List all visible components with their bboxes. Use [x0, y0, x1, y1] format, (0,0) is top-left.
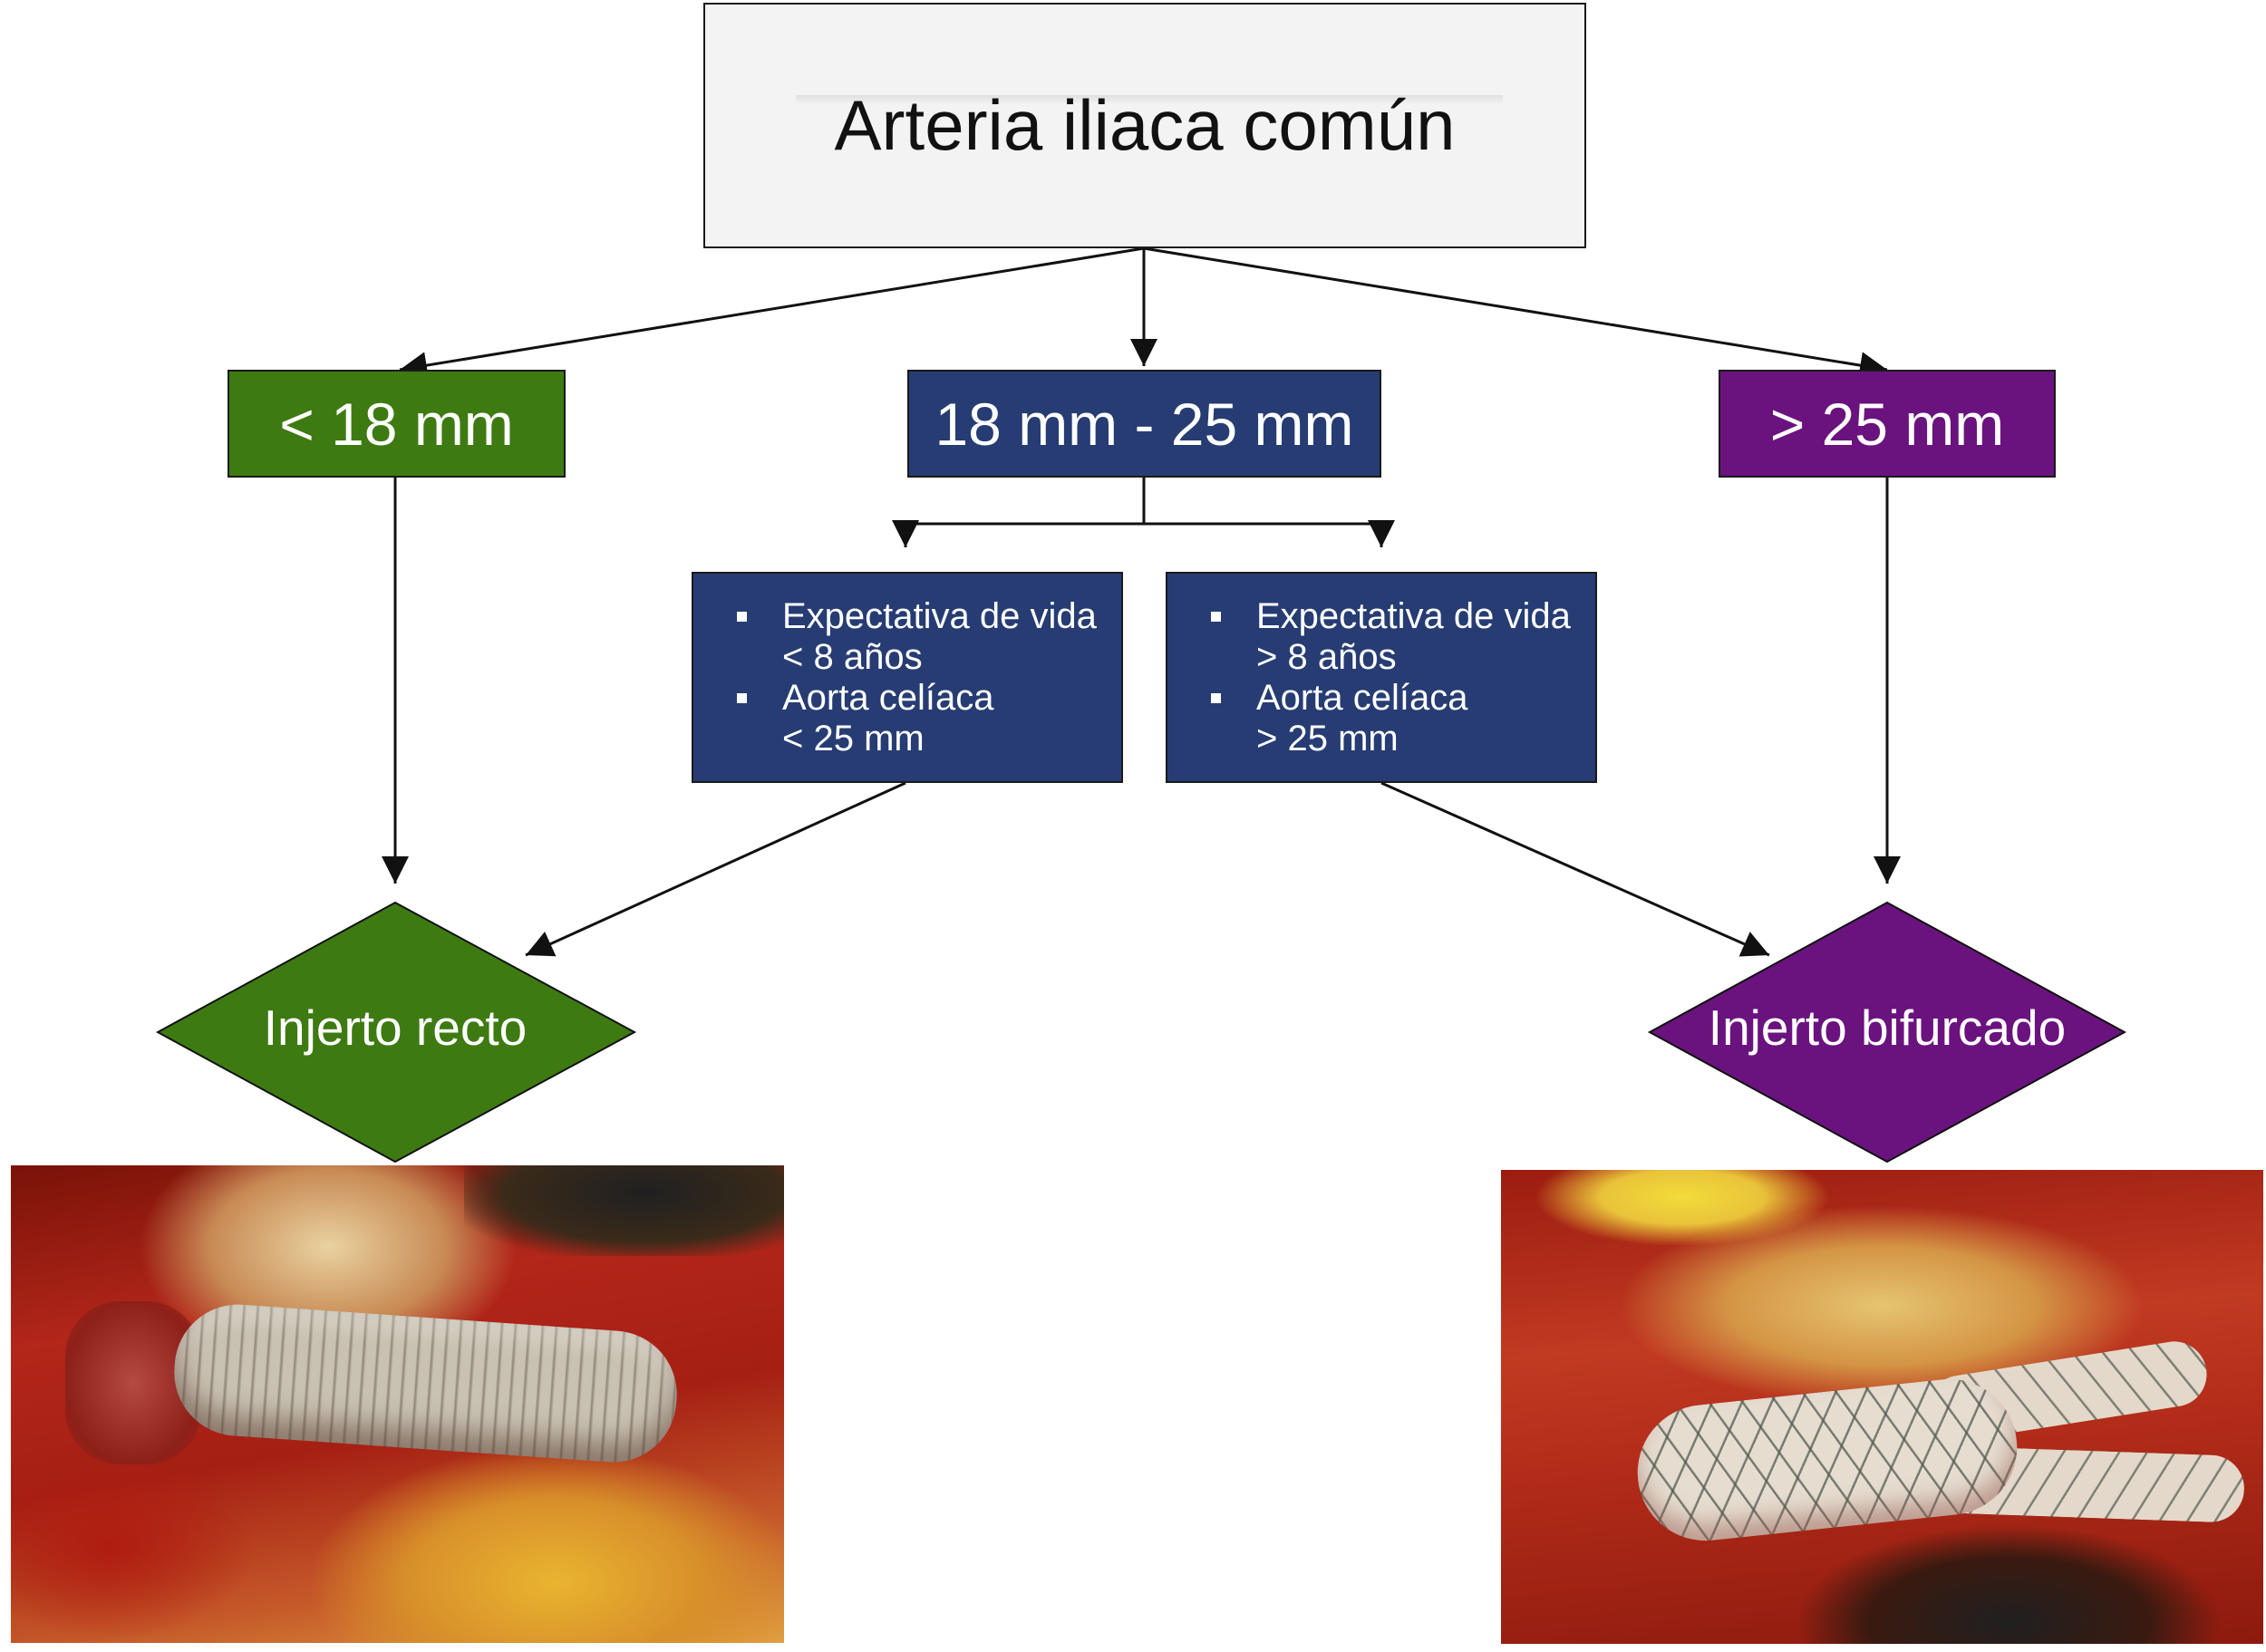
- bullet-square-icon: [1211, 611, 1221, 622]
- criteria-right-item-1-line-1: Expectativa de vida: [1256, 595, 1571, 636]
- photo-bifurcated-graft-body: [1631, 1372, 2024, 1548]
- criteria-left-item-2-line-1: Aorta celíaca: [782, 677, 994, 718]
- range-node-high: > 25 mm: [1719, 370, 2056, 478]
- criteria-left-item-life-expectancy: Expectativa de vida < 8 años: [737, 596, 1097, 678]
- range-node-low: < 18 mm: [228, 370, 566, 478]
- connector-mid-split: [892, 478, 1146, 547]
- surgical-photo-bifurcated-graft: [1501, 1170, 2263, 1644]
- photo-straight-graft-tube: [169, 1299, 682, 1467]
- criteria-left-item-aorta: Aorta celíaca < 25 mm: [737, 678, 1097, 759]
- criteria-right-item-aorta: Aorta celíaca > 25 mm: [1211, 678, 1571, 759]
- bullet-square-icon: [737, 692, 747, 703]
- criteria-left-item-1-line-1: Expectativa de vida: [782, 595, 1097, 636]
- photo-shadow: [464, 1165, 784, 1256]
- bullet-square-icon: [737, 611, 747, 622]
- range-low-label: < 18 mm: [279, 390, 514, 458]
- range-high-label: > 25 mm: [1769, 390, 2005, 458]
- criteria-node-right: Expectativa de vida > 8 años Aorta celía…: [1166, 572, 1597, 783]
- range-mid-label: 18 mm - 25 mm: [934, 390, 1354, 458]
- criteria-left-list: Expectativa de vida < 8 años Aorta celía…: [693, 596, 1097, 759]
- criteria-right-item-2-line-1: Aorta celíaca: [1256, 677, 1468, 718]
- diamond-straight-graft: [155, 901, 637, 1164]
- criteria-right-item-2-line-2: > 25 mm: [1256, 718, 1399, 758]
- criteria-right-list: Expectativa de vida > 8 años Aorta celía…: [1167, 596, 1571, 759]
- arrow-criteria-right-to-bifurcated: [1380, 781, 1770, 957]
- outcome-straight-graft-label: Injerto recto: [263, 1000, 528, 1056]
- arrow-criteria-left-to-straight: [525, 781, 906, 957]
- criteria-right-item-life-expectancy: Expectativa de vida > 8 años: [1211, 596, 1571, 678]
- criteria-left-item-2-line-2: < 25 mm: [782, 718, 925, 758]
- criteria-left-item-1-line-2: < 8 años: [782, 636, 923, 677]
- bullet-square-icon: [1211, 692, 1221, 703]
- range-node-mid: 18 mm - 25 mm: [907, 370, 1381, 478]
- outcome-bifurcated-graft-label: Injerto bifurcado: [1708, 1000, 2067, 1056]
- criteria-node-left: Expectativa de vida < 8 años Aorta celía…: [692, 572, 1123, 783]
- root-node-common-iliac-artery: Arteria iliaca común: [703, 3, 1586, 248]
- criteria-right-item-1-line-2: > 8 años: [1256, 636, 1397, 677]
- root-label: Arteria iliaca común: [834, 85, 1456, 165]
- surgical-photo-straight-graft: [11, 1165, 784, 1643]
- diamond-bifurcated-graft: [1647, 901, 2127, 1164]
- arrow-root-to-low: [399, 246, 1145, 379]
- connector-mid-split-right: [1144, 520, 1395, 547]
- arrow-root-to-high: [1143, 246, 1888, 379]
